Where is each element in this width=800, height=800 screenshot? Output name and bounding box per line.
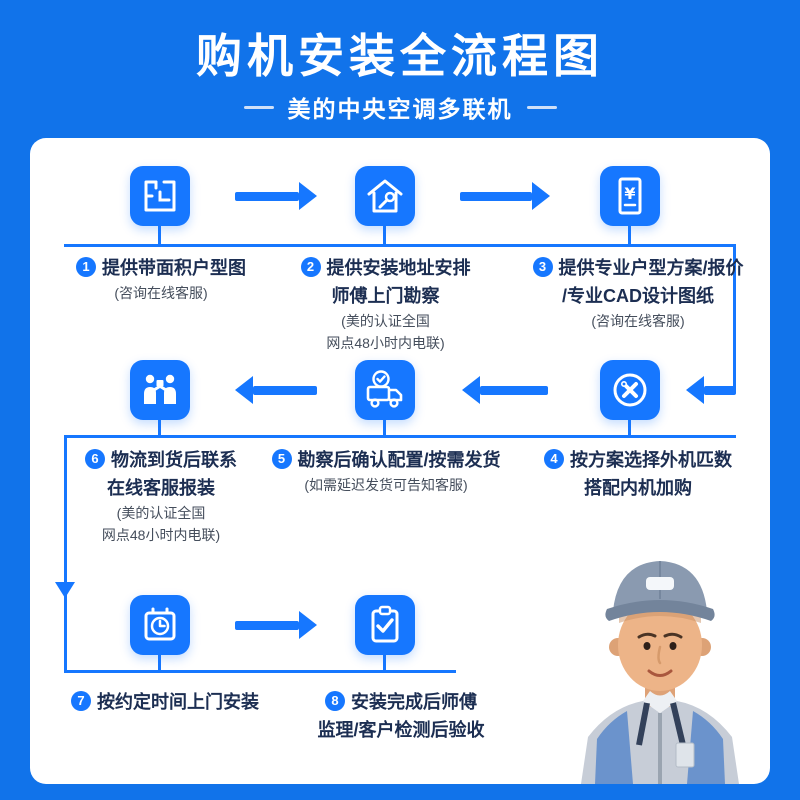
step-title: 4 按方案选择外机匹数 xyxy=(512,446,764,474)
step-number-badge: 1 xyxy=(76,257,96,278)
step-title: 7 按约定时间上门安装 xyxy=(45,688,285,716)
step-7: 7 按约定时间上门安装 xyxy=(45,688,285,716)
step-note: (美的认证全国 xyxy=(341,313,430,329)
step-title: 搭配内机加购 xyxy=(584,478,692,498)
page-subtitle-row: 美的中央空调多联机 xyxy=(0,90,800,124)
appointment-clock-icon xyxy=(130,595,190,655)
floor-plan-icon xyxy=(130,166,190,226)
step-number-badge: 8 xyxy=(325,691,345,712)
step-number-badge: 2 xyxy=(300,257,321,278)
step-title-text: 按方案选择外机匹数 xyxy=(570,450,732,470)
arrow-right-icon xyxy=(460,182,550,210)
flow-tick xyxy=(383,226,386,244)
step-note: 网点48小时内电联) xyxy=(326,335,445,351)
step-number-badge: 7 xyxy=(71,691,91,712)
step-title-text: 按约定时间上门安装 xyxy=(97,692,259,712)
step-title: 8 安装完成后师傅 xyxy=(282,688,520,716)
arrow-right-icon xyxy=(235,611,317,639)
step-title-text: 提供专业户型方案/报价 xyxy=(558,258,744,278)
step-8: 8 安装完成后师傅 监理/客户检测后验收 xyxy=(282,688,520,744)
delivery-truck-icon xyxy=(355,360,415,420)
step-number-badge: 6 xyxy=(85,449,105,470)
step-note: 网点48小时内电联) xyxy=(101,527,221,543)
arrow-left-icon xyxy=(235,376,317,404)
quote-document-icon: ¥ xyxy=(600,166,660,226)
step-title-text: 提供安装地址安排 xyxy=(326,258,471,278)
step-title: 师傅上门勘察 xyxy=(331,286,440,306)
step-note: (美的认证全国 xyxy=(116,505,206,521)
flow-tick xyxy=(383,655,386,670)
flow-line-row1 xyxy=(64,244,736,247)
step-title: 6 物流到货后联系 xyxy=(52,446,270,474)
flow-line-row3 xyxy=(64,670,456,673)
arrow-down-icon xyxy=(55,582,75,598)
flow-tick xyxy=(628,420,631,435)
tools-circle-icon xyxy=(600,360,660,420)
step-note: (如需延迟发货可告知客服) xyxy=(304,477,468,493)
flow-tick xyxy=(158,420,161,435)
flow-tick xyxy=(158,655,161,670)
step-number-badge: 4 xyxy=(544,449,564,470)
subtitle-dash xyxy=(243,105,274,109)
handover-people-icon xyxy=(130,360,190,420)
flow-tick xyxy=(158,226,161,244)
page-title: 购机安装全流程图 xyxy=(196,30,604,82)
subtitle-dash xyxy=(526,105,557,109)
house-wrench-icon xyxy=(355,166,415,226)
step-note: (咨询在线客服) xyxy=(114,285,208,301)
step-title-text: 提供带面积户型图 xyxy=(102,258,246,278)
step-title-text: 物流到货后联系 xyxy=(111,450,237,470)
step-number-badge: 5 xyxy=(271,449,292,470)
step-1: 1 提供带面积户型图 (咨询在线客服) xyxy=(52,254,270,304)
flow-line-right-vertical xyxy=(733,244,736,390)
arrow-left-icon xyxy=(686,376,736,404)
step-title-text: 勘察后确认配置/按需发货 xyxy=(297,450,501,470)
step-title: /专业CAD设计图纸 xyxy=(562,286,714,306)
step-6: 6 物流到货后联系 在线客服报装 (美的认证全国 网点48小时内电联) xyxy=(52,446,270,546)
step-title-text: 安装完成后师傅 xyxy=(351,692,477,712)
flow-tick xyxy=(628,226,631,244)
arrow-left-icon xyxy=(462,376,548,404)
step-number-badge: 3 xyxy=(532,257,553,278)
inspection-clipboard-icon xyxy=(355,595,415,655)
technician-photo xyxy=(581,561,739,784)
step-title: 监理/客户检测后验收 xyxy=(317,720,485,740)
flow-line-left-vertical xyxy=(64,435,67,673)
step-title: 在线客服报装 xyxy=(107,478,215,498)
arrow-right-icon xyxy=(235,182,317,210)
flow-line-row2 xyxy=(64,435,736,438)
flow-tick xyxy=(383,420,386,435)
step-4: 4 按方案选择外机匹数 搭配内机加购 xyxy=(512,446,764,502)
step-title: 1 提供带面积户型图 xyxy=(52,254,270,282)
svg-text:¥: ¥ xyxy=(624,184,635,203)
step-note: (咨询在线客服) xyxy=(591,313,685,329)
page-subtitle: 美的中央空调多联机 xyxy=(287,96,513,122)
